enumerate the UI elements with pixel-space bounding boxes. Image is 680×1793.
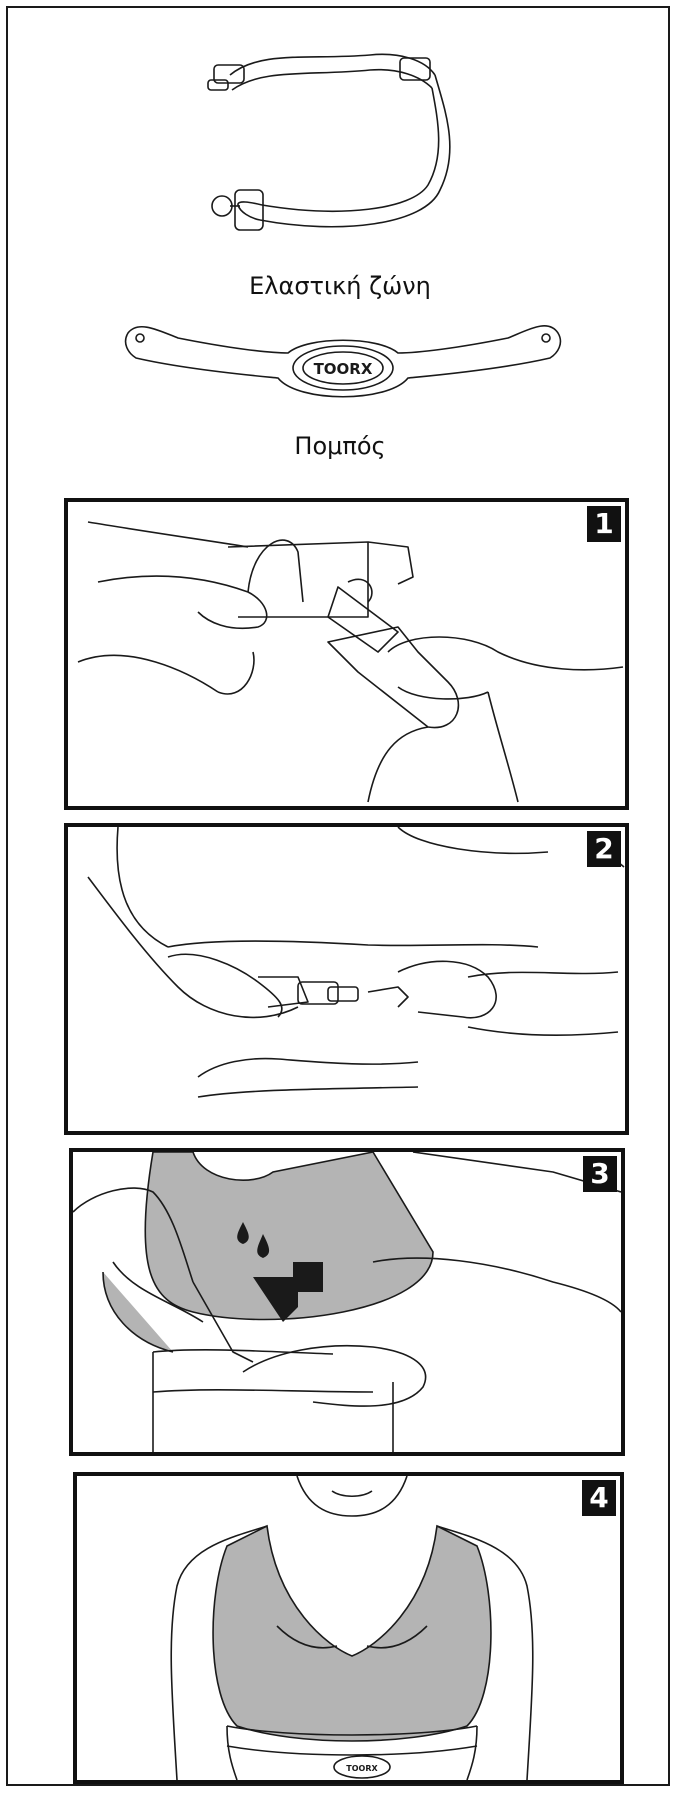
transmitter-label: Πομπός bbox=[0, 432, 680, 460]
step-4-transmitter-logo: TOORX bbox=[346, 1764, 378, 1773]
step-3-illustration bbox=[73, 1152, 621, 1452]
step-4-number: 4 bbox=[582, 1480, 616, 1516]
step-1-number: 1 bbox=[587, 506, 621, 542]
step-1-illustration bbox=[68, 502, 625, 806]
elastic-strap-illustration bbox=[200, 40, 460, 250]
transmitter-illustration: TOORX bbox=[118, 308, 568, 408]
step-4-illustration: TOORX bbox=[77, 1476, 620, 1780]
step-2-panel: 2 bbox=[64, 823, 629, 1135]
step-1-panel: 1 bbox=[64, 498, 629, 810]
transmitter-logo: TOORX bbox=[314, 360, 373, 378]
step-4-panel: TOORX 4 bbox=[73, 1472, 624, 1784]
step-3-number: 3 bbox=[583, 1156, 617, 1192]
step-3-panel: 3 bbox=[69, 1148, 625, 1456]
step-2-number: 2 bbox=[587, 831, 621, 867]
strap-label: Ελαστική ζώνη bbox=[0, 272, 680, 300]
step-2-illustration bbox=[68, 827, 625, 1131]
